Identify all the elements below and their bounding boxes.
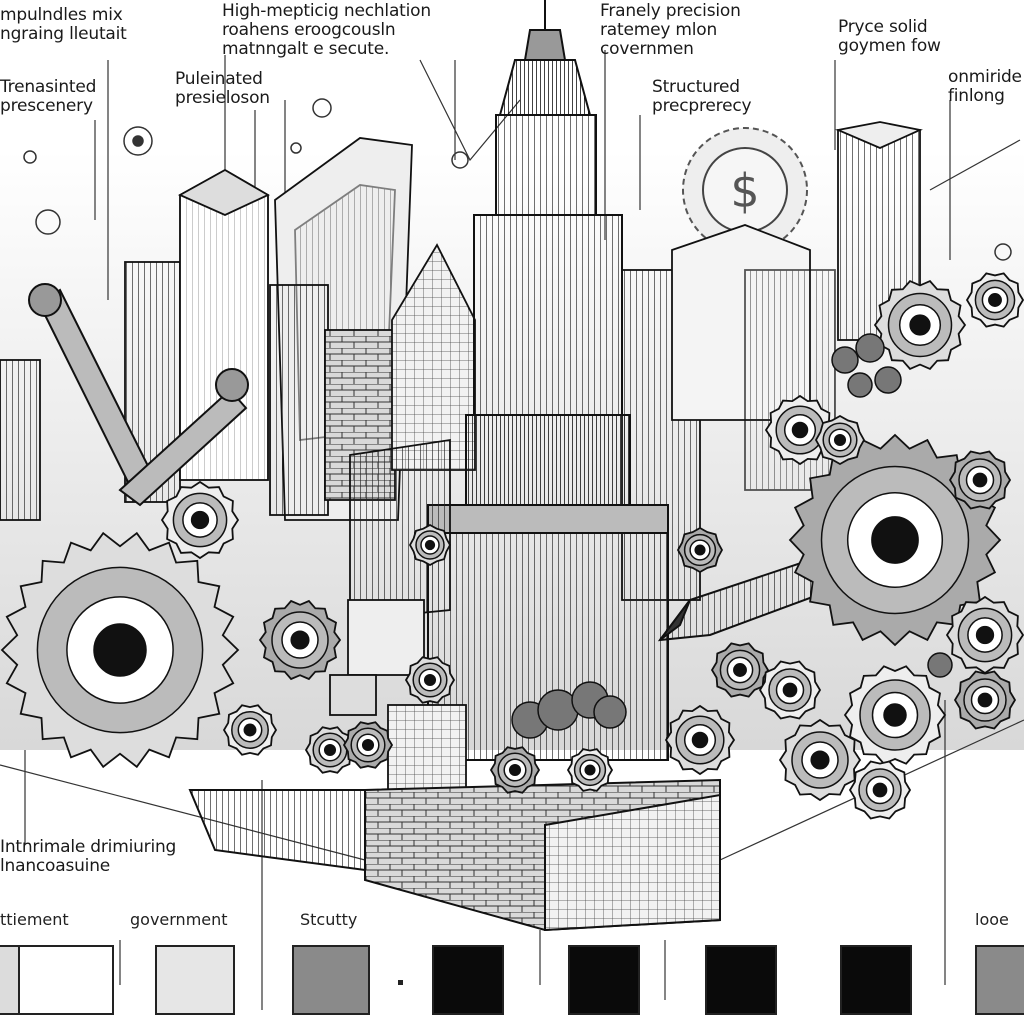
legend-dot [398, 980, 403, 985]
legend-swatch-7 [840, 945, 912, 1015]
sun-gear-emblem: $ [682, 127, 808, 253]
gear-18 [764, 394, 836, 466]
gear-10 [664, 704, 736, 776]
gear-22 [814, 414, 866, 466]
gear-24 [848, 760, 912, 820]
annotation-markers [23, 98, 1012, 261]
legend-label-2: government [130, 910, 228, 929]
gear-5 [342, 721, 394, 769]
svg-text:$: $ [730, 164, 759, 218]
gear-1 [0, 531, 240, 769]
gear-11 [710, 642, 770, 698]
gear-23 [676, 526, 724, 574]
gear-13 [778, 718, 862, 802]
gear-15 [843, 665, 947, 765]
gear-25 [408, 523, 452, 567]
legend-label-1: ttiement [0, 910, 69, 929]
gear-21 [965, 272, 1024, 328]
gear-8 [489, 746, 541, 794]
front-buildings [0, 359, 467, 801]
legend-swatch-8 [975, 945, 1024, 1015]
gear-cluster [0, 272, 1024, 820]
legend-swatch-1b [18, 945, 114, 1015]
gear-16 [945, 595, 1024, 675]
legend-swatch-3 [292, 945, 370, 1015]
legend-label-8: looe [975, 910, 1009, 929]
gear-12 [758, 660, 822, 720]
gear-3 [222, 704, 278, 756]
gear-6 [160, 480, 240, 560]
legend-label-3: Stcutty [300, 910, 358, 929]
tree-shrubs [511, 333, 953, 739]
gear-7 [404, 656, 456, 704]
base-platform [188, 778, 721, 932]
wrench-illustration [28, 283, 249, 507]
gear-14 [788, 433, 1002, 647]
legend-swatch-6 [705, 945, 777, 1015]
gear-2 [258, 599, 342, 681]
legend-swatch-5 [568, 945, 640, 1015]
gear-4 [304, 726, 356, 774]
gear-19 [873, 280, 967, 370]
legend-swatch-4 [432, 945, 504, 1015]
gear-9 [566, 748, 614, 792]
gear-17 [953, 670, 1017, 730]
legend-swatch-2 [155, 945, 235, 1015]
gear-20 [948, 450, 1012, 510]
